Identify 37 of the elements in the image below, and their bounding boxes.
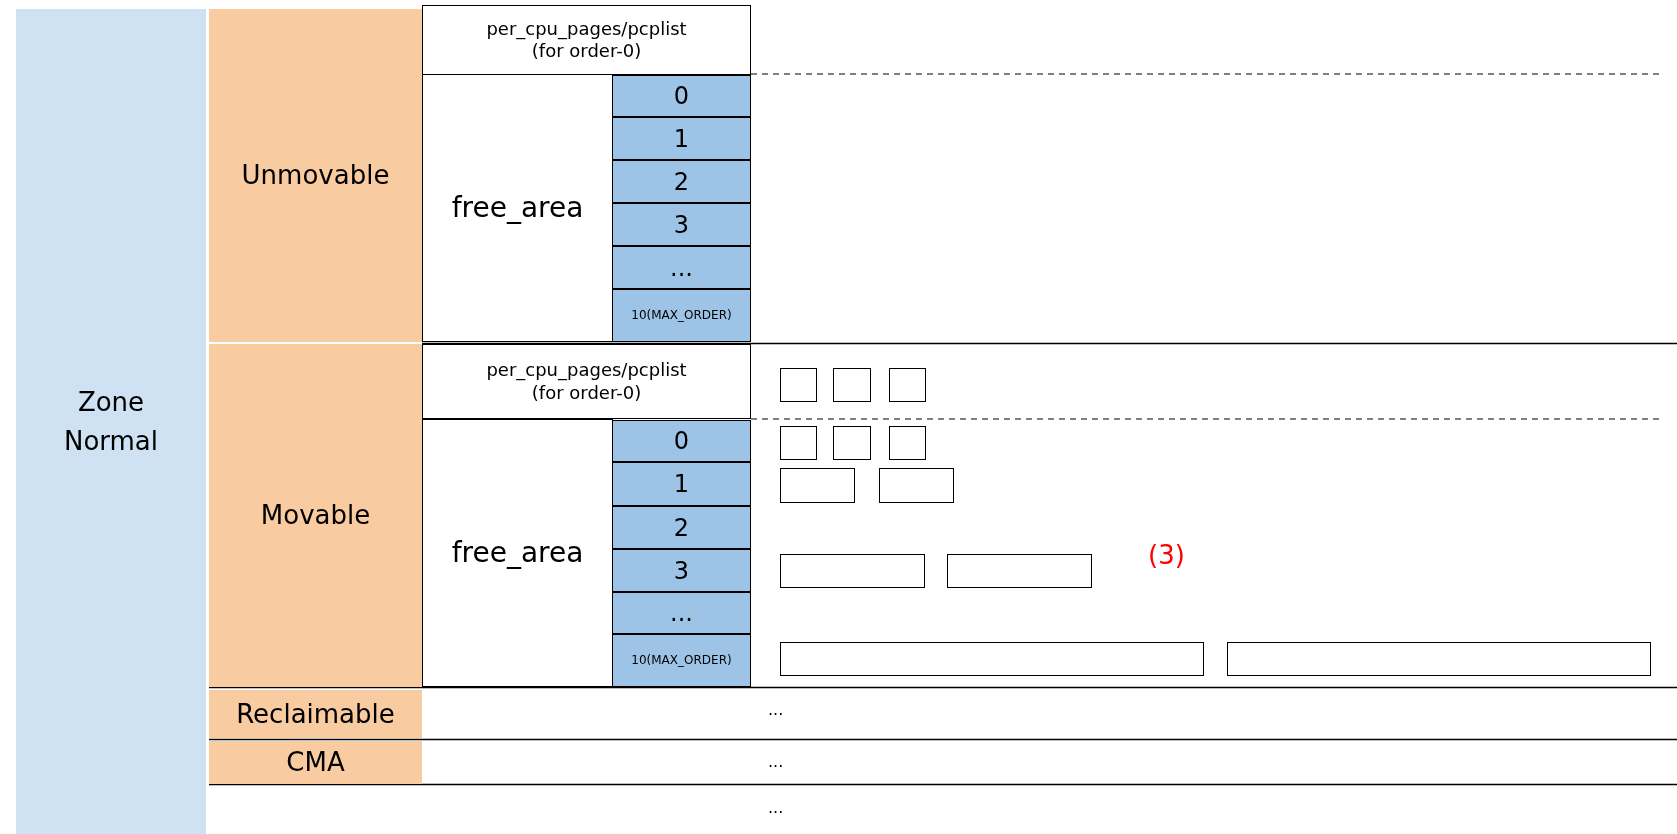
page-block xyxy=(780,368,817,402)
pcplist-box: per_cpu_pages/pcplist (for order-0) xyxy=(422,5,751,75)
page-block xyxy=(780,468,855,503)
ellipsis: ... xyxy=(768,699,784,721)
page-block xyxy=(947,554,1092,588)
order-cell: 3 xyxy=(612,549,751,592)
page-block xyxy=(780,554,925,588)
step-number: (3) xyxy=(1148,539,1185,572)
order-cell: 10(MAX_ORDER) xyxy=(612,289,751,342)
order-cell: 1 xyxy=(612,117,751,160)
free-area-box: free_area xyxy=(422,74,613,342)
order-cell: 10(MAX_ORDER) xyxy=(612,634,751,687)
order-cell: 0 xyxy=(612,75,751,117)
page-block xyxy=(889,426,926,460)
page-block xyxy=(780,642,1204,676)
page-block xyxy=(833,368,871,402)
order-cell: ... xyxy=(612,592,751,634)
pcplist-box: per_cpu_pages/pcplist (for order-0) xyxy=(422,344,751,419)
migrate-type-band: Unmovable xyxy=(209,9,422,342)
order-cell: 2 xyxy=(612,506,751,549)
order-cell: 2 xyxy=(612,160,751,203)
page-block xyxy=(889,368,926,402)
free-area-box: free_area xyxy=(422,419,613,687)
ellipsis: ... xyxy=(768,751,784,773)
ellipsis: ... xyxy=(768,797,784,819)
migrate-type-band: Reclaimable xyxy=(209,690,422,738)
migrate-type-band: Movable xyxy=(209,344,422,687)
page-block xyxy=(780,426,817,460)
zone-band: Zone Normal xyxy=(16,9,206,834)
page-block xyxy=(879,468,954,503)
order-cell: 1 xyxy=(612,462,751,506)
order-cell: 0 xyxy=(612,420,751,462)
order-cell: 3 xyxy=(612,203,751,246)
order-cell: ... xyxy=(612,246,751,289)
page-block xyxy=(833,426,871,460)
page-block xyxy=(1227,642,1651,676)
migrate-type-band: CMA xyxy=(209,741,422,784)
